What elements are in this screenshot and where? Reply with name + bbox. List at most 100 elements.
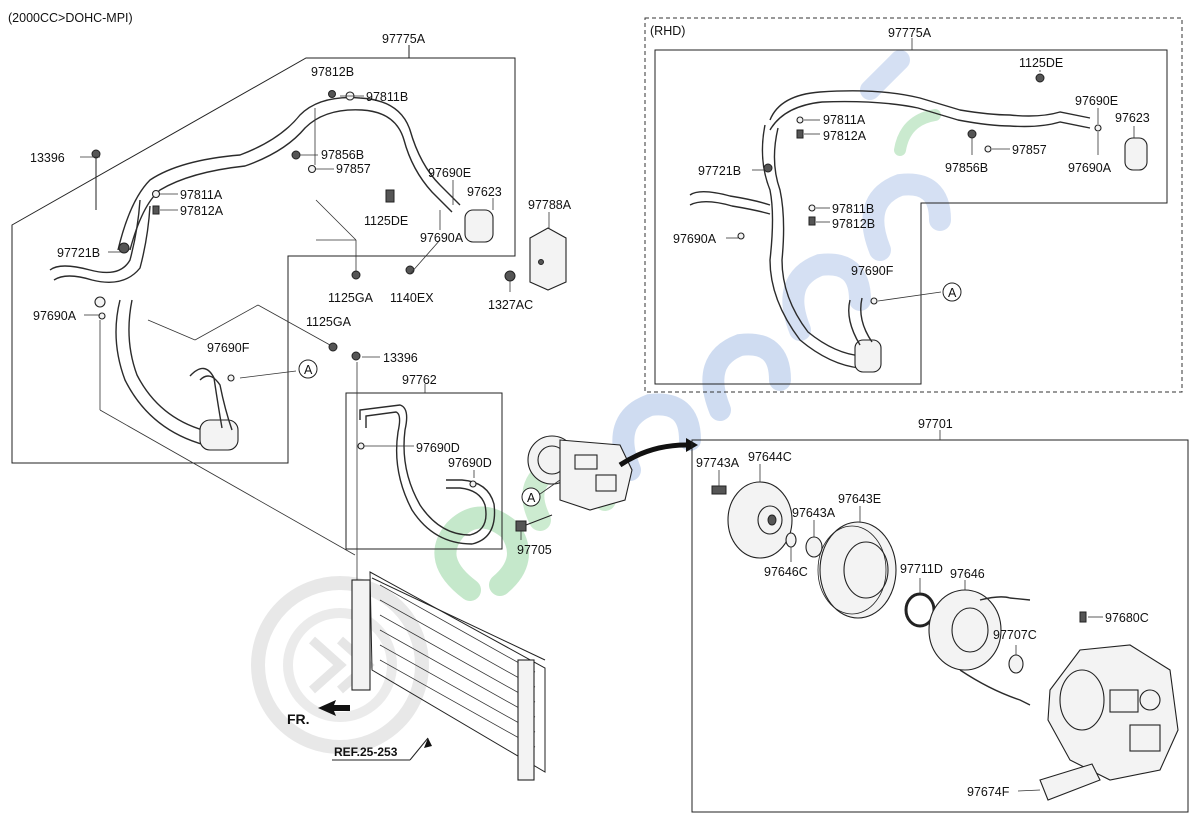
oring-97690A-left-b: [98, 312, 106, 320]
rhd-bottom-fitting: [854, 339, 882, 373]
label-97690A-hose-left: 97690A: [420, 231, 464, 245]
label-97690A-left-rhd: 97690A: [673, 232, 717, 246]
label-97812B-left: 97812B: [311, 65, 354, 79]
label-97690E-rhd: 97690E: [1075, 94, 1118, 108]
oring-97811A-rhd: [796, 116, 804, 124]
label-97643A: 97643A: [792, 506, 836, 520]
label-97812B-rhd: 97812B: [832, 217, 875, 231]
center-callout-a: A: [527, 491, 536, 505]
oring-97812B-left: [328, 90, 336, 98]
oring-97690F-rhd: [870, 297, 878, 305]
receiver-drier-group: 97788A 1327AC: [488, 198, 572, 312]
center-assembly-label: 97762: [402, 373, 437, 387]
oring-97857-rhd: [984, 145, 992, 153]
condenser-group: FR. REF.25-253: [287, 571, 546, 781]
compressor-body-large: [1047, 644, 1179, 781]
label-97788A: 97788A: [528, 198, 572, 212]
label-97646: 97646: [950, 567, 985, 581]
label-1327AC: 1327AC: [488, 298, 533, 312]
nut-1327AC: [504, 270, 516, 282]
label-97690F-rhd: 97690F: [851, 264, 894, 278]
center-pipe-group: 97762 13396 97690D 97690D A 97705: [345, 351, 698, 590]
front-label: FR.: [287, 711, 310, 727]
left-callout-a: A: [304, 363, 313, 377]
clip-97721B-rhd: [763, 163, 773, 173]
label-1125DE-left: 1125DE: [364, 214, 408, 228]
label-97856B-left: 97856B: [321, 148, 364, 162]
oring-97812B-rhd: [808, 216, 816, 226]
bolt-1125DE-left: [385, 189, 395, 203]
oring-97690D-b: [469, 480, 477, 488]
rhd-callout-circle: [942, 282, 962, 302]
rhd-dashed-frame: [644, 17, 1183, 393]
label-97623-rhd: 97623: [1115, 111, 1150, 125]
bolt-13396-center: [351, 351, 361, 361]
watermark-logo-icon: [251, 576, 429, 754]
front-arrow-icon: [318, 700, 350, 716]
label-97705: 97705: [517, 543, 552, 557]
label-1125GA-b: 1125GA: [306, 315, 352, 329]
label-97811A-rhd: 97811A: [823, 113, 866, 127]
label-13396-left: 13396: [30, 151, 65, 165]
label-97690E-left: 97690E: [428, 166, 471, 180]
label-97857-rhd: 97857: [1012, 143, 1047, 157]
rhd-end-fitting-97623: [1124, 137, 1148, 171]
oring-97811B-rhd: [808, 204, 816, 212]
oring-97857-left: [307, 164, 317, 174]
bolt-1125GA-b: [328, 342, 338, 352]
oring-97690D-a: [357, 442, 365, 450]
compressor-detail-group: 97701: [691, 417, 1189, 813]
ref-label: REF.25-253: [334, 745, 398, 759]
rhd-hose-assembly-group: 97775A A 112: [644, 17, 1183, 393]
left-assembly-frame: [11, 57, 516, 464]
label-1125DE-rhd: 1125DE: [1019, 56, 1063, 70]
bolt-97743A: [711, 485, 727, 495]
receiver-drier-97788A: [529, 227, 567, 291]
sensor-97674F: [1039, 763, 1101, 801]
engine-spec-label: (2000CC>DOHC-MPI): [8, 11, 133, 25]
oring-97690E-rhd: [1094, 124, 1102, 132]
compressor-detail-label: 97701: [918, 417, 953, 431]
label-97856B-rhd: 97856B: [945, 161, 988, 175]
bolt-97705: [515, 520, 527, 532]
oring-97690A-left-a: [94, 296, 106, 308]
bolt-1140EX: [405, 265, 415, 275]
label-97721B-left: 97721B: [57, 246, 100, 260]
label-97812A-rhd: 97812A: [823, 129, 867, 143]
oring-97812A-rhd: [796, 129, 804, 139]
oring-97811A-left: [151, 189, 161, 199]
label-13396-center: 13396: [383, 351, 418, 365]
label-97811B-rhd: 97811B: [832, 202, 874, 216]
label-97721B-rhd: 97721B: [698, 164, 741, 178]
condenser-right-tank: [517, 659, 535, 781]
label-97857-left: 97857: [336, 162, 371, 176]
snap-ring-97646C: [785, 532, 797, 548]
label-97690D-b: 97690D: [448, 456, 492, 470]
center-callout-circle: [521, 487, 541, 507]
bearing-97707C: [1008, 654, 1024, 674]
rhd-assembly-frame: [654, 49, 1168, 385]
oring-97690A-rhd-left: [737, 232, 745, 240]
rhd-callout-a: A: [948, 286, 957, 300]
compressor-assembly-small: [527, 435, 633, 511]
condenser-left-tank: [351, 579, 371, 691]
bolt-1125GA-a: [351, 270, 361, 280]
center-assembly-frame: [345, 392, 503, 550]
clip-97721B-left: [118, 242, 130, 254]
left-assembly-label: 97775A: [382, 32, 426, 46]
label-1125GA-a: 1125GA: [328, 291, 374, 305]
bolt-97680C: [1079, 611, 1087, 623]
left-discharge-hose: [49, 199, 233, 431]
condenser-core: [369, 571, 546, 773]
label-97812A-left: 97812A: [180, 204, 224, 218]
label-97646C: 97646C: [764, 565, 808, 579]
label-97643E: 97643E: [838, 492, 881, 506]
left-callout-circle: [298, 359, 318, 379]
left-hose-assembly-group: 97775A: [11, 32, 516, 556]
label-1140EX: 1140EX: [390, 291, 434, 305]
label-97743A: 97743A: [696, 456, 740, 470]
nut-97856B-left: [291, 150, 301, 160]
oring-97690F-left: [227, 374, 235, 382]
bolt-1125DE-rhd: [1035, 73, 1045, 83]
